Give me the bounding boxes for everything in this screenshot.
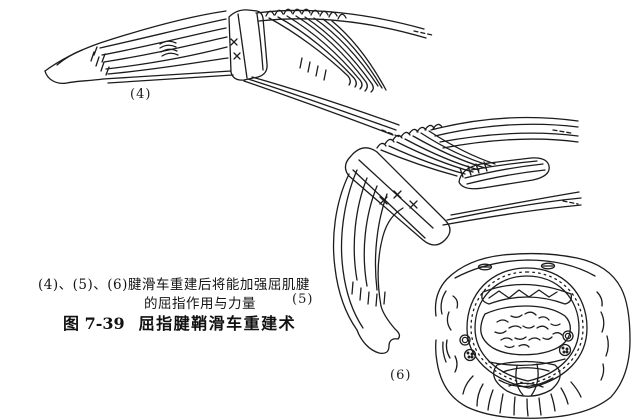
retracted-sheath-flap: [458, 157, 550, 190]
skin-outline: [434, 252, 631, 419]
tendon-stump-hatching: [90, 46, 110, 76]
figure-number: 图 7-39: [63, 314, 125, 333]
subcutaneous-tissue-lines: [445, 291, 609, 417]
illustration-finger-cross-section: [434, 252, 631, 419]
distal-tendon-pair: [442, 191, 582, 226]
digital-artery-right: [562, 330, 574, 342]
figure-title-text: 屈指腱鞘滑车重建术: [138, 314, 297, 333]
illustration-finger-extended-pulley: [44, 8, 433, 138]
flexed-finger-drawing: [332, 169, 404, 354]
flexor-tendon: [493, 360, 561, 397]
graft-fan-lines: [380, 130, 496, 178]
panel-label-6: (6): [390, 368, 412, 383]
caption-line-2: 的屈指作用与力量: [144, 296, 256, 312]
figure-caption-title: 图 7-39 屈指腱鞘滑车重建术: [63, 310, 296, 334]
proximal-tendon-pairs: [430, 116, 579, 149]
digital-nerve-right: [558, 343, 572, 357]
finger-lateral-drawing: [44, 10, 234, 85]
panel-label-5: (5): [292, 292, 314, 307]
pulley-band: [228, 9, 268, 81]
phalanx-bone: [480, 305, 571, 356]
caption-line-1: (4)、(5)、(6)腱滑车重建后将能加强屈肌腱: [38, 277, 310, 293]
illustration-finger-flexed-pulley: [332, 116, 582, 354]
tendon-graft-loops: [376, 123, 443, 149]
tendon-stump-hatching: [351, 281, 386, 307]
graft-fan-lines: [268, 15, 387, 93]
suture-coil: [159, 40, 179, 57]
proximal-tendon-lines: [243, 9, 433, 138]
panel-label-4: (4): [130, 87, 152, 102]
volar-plate-line: [488, 358, 566, 367]
pulley-sutures: [230, 38, 241, 60]
extensor-capsule: [481, 283, 573, 305]
digital-artery-left: [459, 334, 471, 346]
digital-nerve-left: [463, 348, 477, 362]
dorsal-veins: [477, 262, 556, 271]
